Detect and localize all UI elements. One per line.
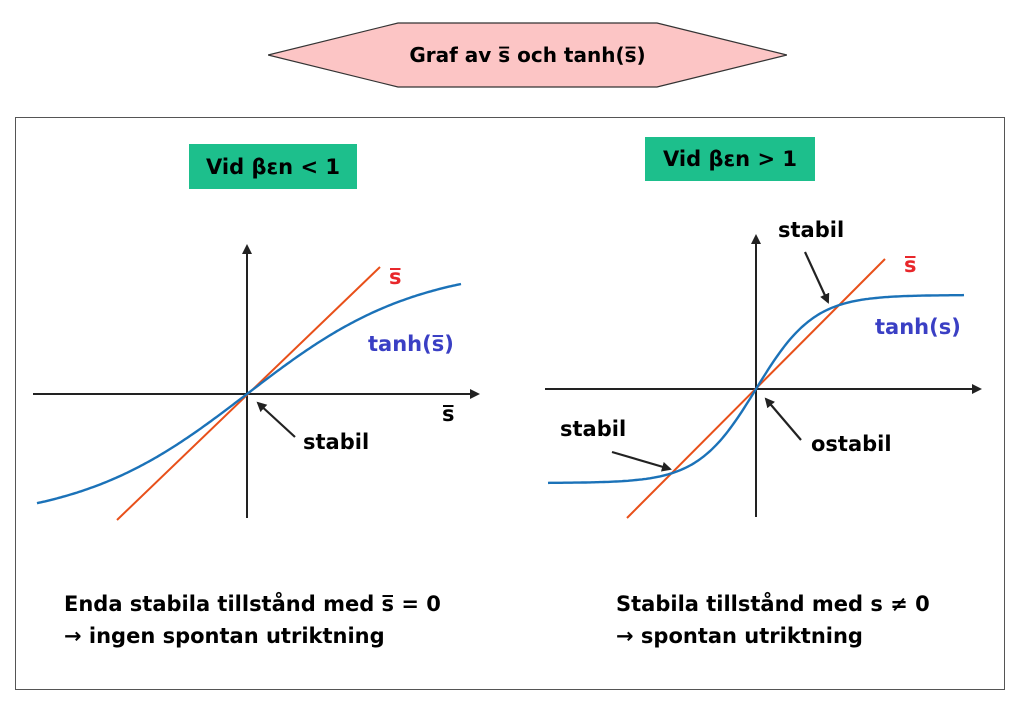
page-title: Graf av s̅ och tanh(s̅) — [409, 43, 646, 67]
right-heading: Vid βεn > 1 — [645, 137, 815, 181]
right-ostabil-label: ostabil — [811, 432, 892, 456]
left-caption-line2: → ingen spontan utriktning — [64, 624, 385, 648]
right-caption-line2: → spontan utriktning — [616, 624, 863, 648]
right-tanh-curve — [547, 293, 965, 485]
right-lower-stabil-label: stabil — [560, 417, 627, 441]
right-caption-line1: Stabila tillstånd med s ≠ 0 — [616, 592, 930, 616]
right-s-line-label: s̅ — [904, 253, 917, 277]
right-tanh-label: tanh(s) — [875, 315, 961, 339]
title-hexagon-shape — [268, 22, 787, 88]
content-frame — [15, 117, 1005, 690]
right-ostabil-pointer — [764, 397, 802, 441]
left-stabil-pointer — [256, 401, 296, 438]
right-upper-stabil-label: stabil — [778, 218, 845, 242]
left-tanh-label: tanh(s̅) — [368, 332, 454, 356]
left-caption: Enda stabila tillstånd med s̅ = 0 → inge… — [64, 588, 441, 652]
left-heading: Vid βεn < 1 — [189, 144, 357, 189]
right-caption: Stabila tillstånd med s ≠ 0 → spontan ut… — [616, 588, 930, 652]
left-caption-line1: Enda stabila tillstånd med s̅ = 0 — [64, 592, 441, 616]
left-s-line-label: s̅ — [389, 265, 402, 289]
right-lower-stabil-pointer — [611, 450, 672, 472]
left-tanh-curve — [36, 282, 462, 505]
left-stabil-label: stabil — [303, 430, 370, 454]
left-x-axis-label: s̅ — [442, 402, 455, 426]
right-upper-stabil-pointer — [804, 251, 830, 304]
title-banner: Graf av s̅ och tanh(s̅) — [268, 20, 787, 90]
